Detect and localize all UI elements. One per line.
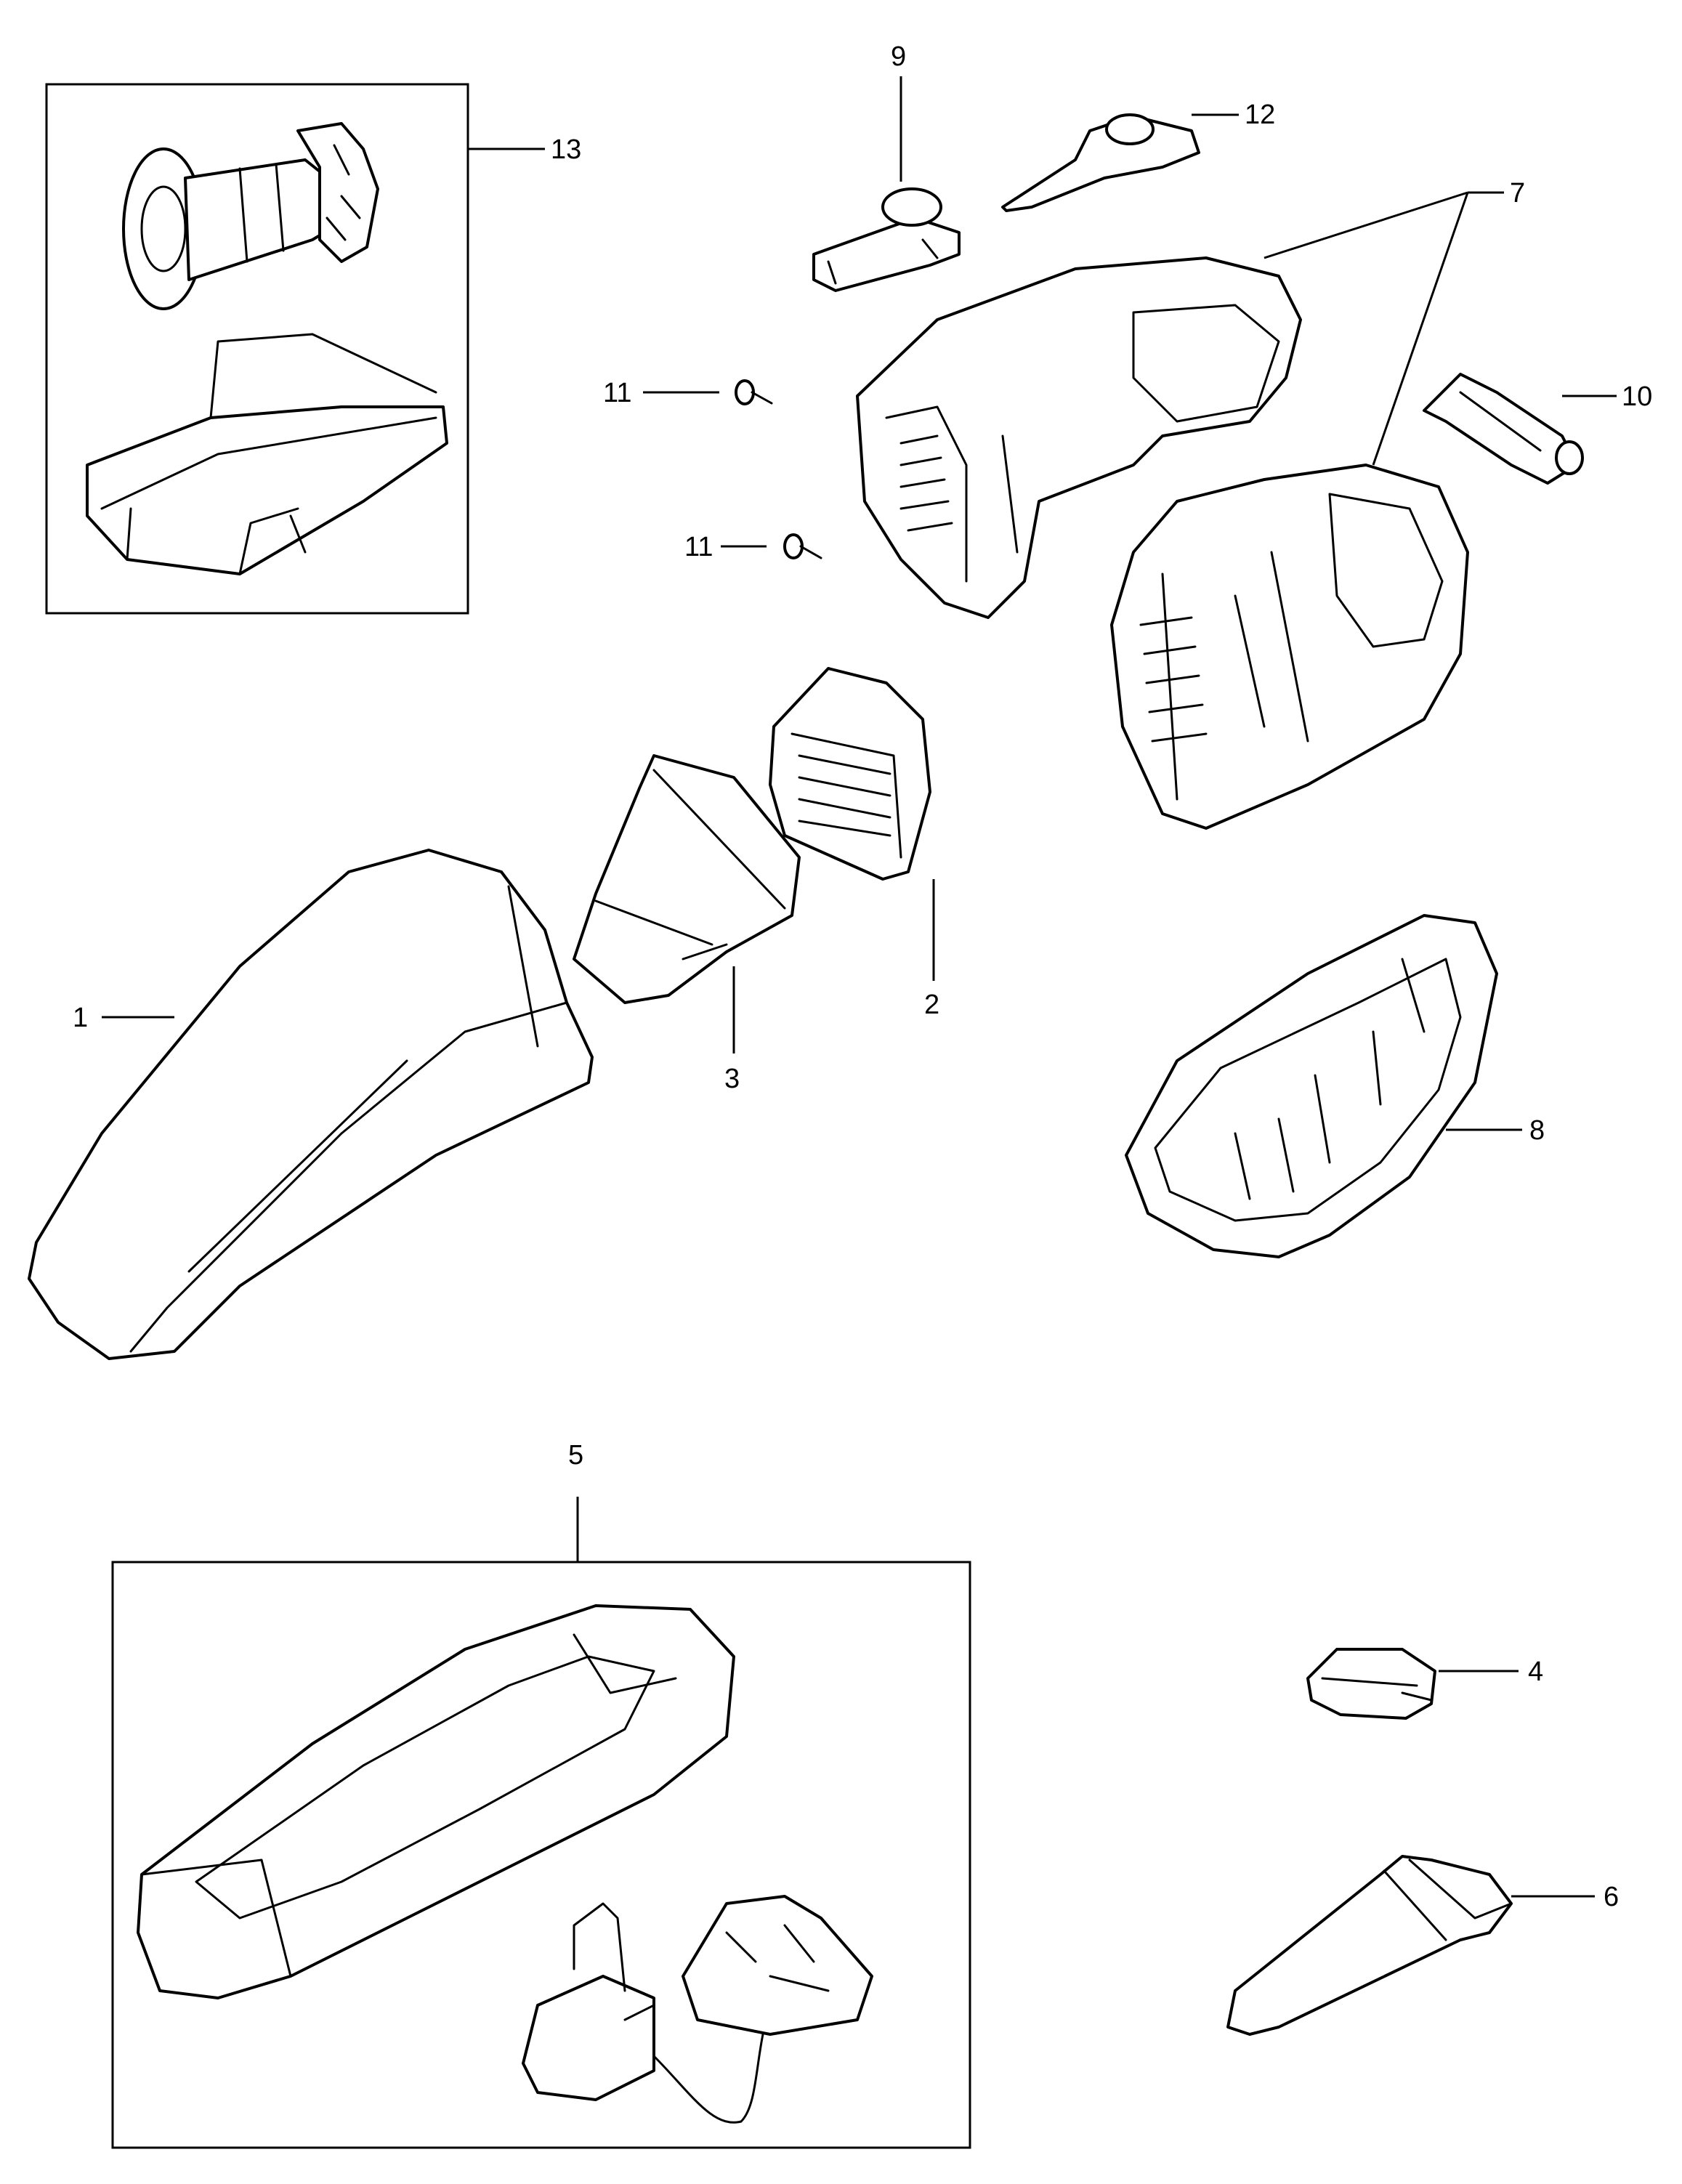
callout-3: 3 bbox=[724, 1064, 740, 1094]
part-11-screw-upper[interactable] bbox=[735, 379, 773, 405]
callout-6: 6 bbox=[1604, 1882, 1619, 1912]
callout-9: 9 bbox=[891, 41, 906, 72]
part-13-frame bbox=[45, 83, 469, 615]
callout-11-lower: 11 bbox=[684, 532, 713, 562]
part-3-filter-holder[interactable] bbox=[573, 754, 801, 1004]
callout-12: 12 bbox=[1245, 100, 1275, 130]
callout-1: 1 bbox=[73, 1003, 88, 1033]
part-6-crevice-tool[interactable] bbox=[1226, 1855, 1513, 2036]
callout-13: 13 bbox=[551, 134, 581, 165]
part-1-dust-bowl[interactable] bbox=[28, 849, 594, 1360]
callout-5: 5 bbox=[568, 1440, 583, 1471]
part-12-release-latch[interactable] bbox=[1001, 113, 1200, 212]
part-10-release-button[interactable] bbox=[1423, 373, 1584, 485]
part-2-filter[interactable] bbox=[769, 667, 931, 881]
part-8-base-housing[interactable] bbox=[1125, 914, 1498, 1258]
callout-2: 2 bbox=[924, 990, 939, 1020]
callout-11-upper: 11 bbox=[603, 378, 631, 408]
callout-4: 4 bbox=[1528, 1657, 1543, 1687]
part-5-charging-base[interactable] bbox=[111, 1561, 971, 2149]
callout-8: 8 bbox=[1529, 1115, 1545, 1146]
part-4-nozzle-clip[interactable] bbox=[1306, 1648, 1436, 1720]
callout-10: 10 bbox=[1622, 381, 1652, 412]
part-7-housing-set[interactable] bbox=[856, 256, 1469, 830]
part-9-switch-button[interactable] bbox=[812, 187, 961, 292]
callout-7: 7 bbox=[1510, 178, 1525, 209]
part-5-frame bbox=[111, 1561, 971, 2149]
part-13-motor-battery-assembly[interactable] bbox=[45, 83, 469, 615]
part-11-screw-lower[interactable] bbox=[783, 533, 822, 559]
